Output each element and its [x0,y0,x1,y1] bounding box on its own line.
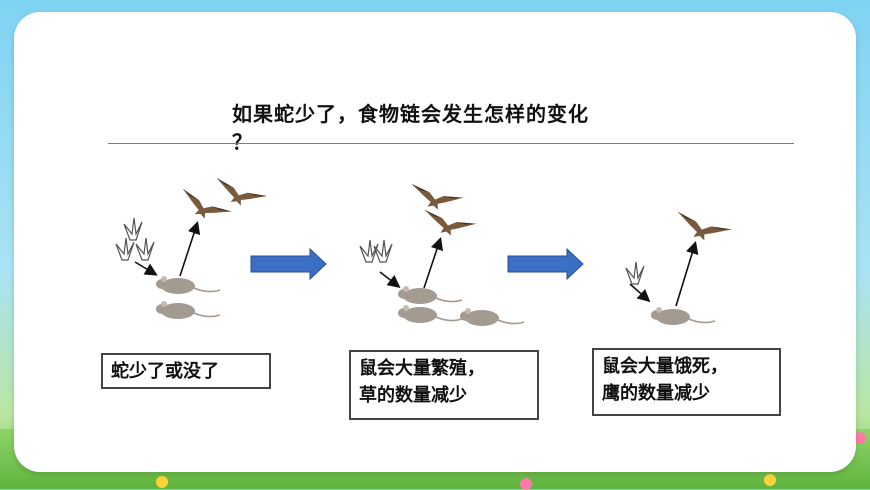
flower-decoration [854,432,866,444]
food-chain-arrow [179,220,201,277]
hawk-icon [671,211,732,248]
title-divider [108,143,794,144]
hawk-icon [175,188,232,228]
block-arrow-icon [507,247,584,281]
mouse-icon [397,304,463,324]
result-box-2-line-1: 鼠会大量繁殖， [359,358,485,379]
food-chain-arrow [379,271,401,288]
result-box-1-line-1: 蛇少了或没了 [111,361,219,382]
grass-icon [115,237,135,261]
hawk-icon [419,209,477,242]
result-box-3-line-2: 鹰的数量减少 [602,383,710,404]
question-title: 如果蛇少了，食物链会发生怎样的变化 ？ [232,100,692,156]
flower-decoration [520,478,532,490]
mouse-icon [397,285,463,305]
food-chain-arrow [134,261,158,276]
question-line-2: ？ [232,130,253,154]
mouse-icon [155,275,221,295]
block-arrow-icon [250,247,327,281]
hawk-icon [406,183,464,216]
result-box-1: 蛇少了或没了 [101,353,271,389]
result-box-3-line-1: 鼠会大量饿死， [602,356,728,377]
hawk-icon [210,177,268,214]
food-chain-arrow [675,240,699,307]
result-box-2: 鼠会大量繁殖， 草的数量减少 [349,350,539,420]
flower-decoration [156,476,168,488]
result-box-2-line-2: 草的数量减少 [359,385,467,406]
mouse-icon [650,306,716,326]
food-chain-arrow [423,236,444,289]
mouse-icon [459,307,525,327]
grass-icon [135,237,155,261]
result-box-3: 鼠会大量饿死， 鹰的数量减少 [592,348,781,416]
flower-decoration [764,474,776,486]
grass-icon [373,239,393,263]
question-line-1: 如果蛇少了，食物链会发生怎样的变化 [232,102,589,126]
mouse-icon [155,300,221,320]
grass-icon [625,261,645,285]
food-chain-arrow [629,283,651,303]
grass-icon [123,217,143,241]
